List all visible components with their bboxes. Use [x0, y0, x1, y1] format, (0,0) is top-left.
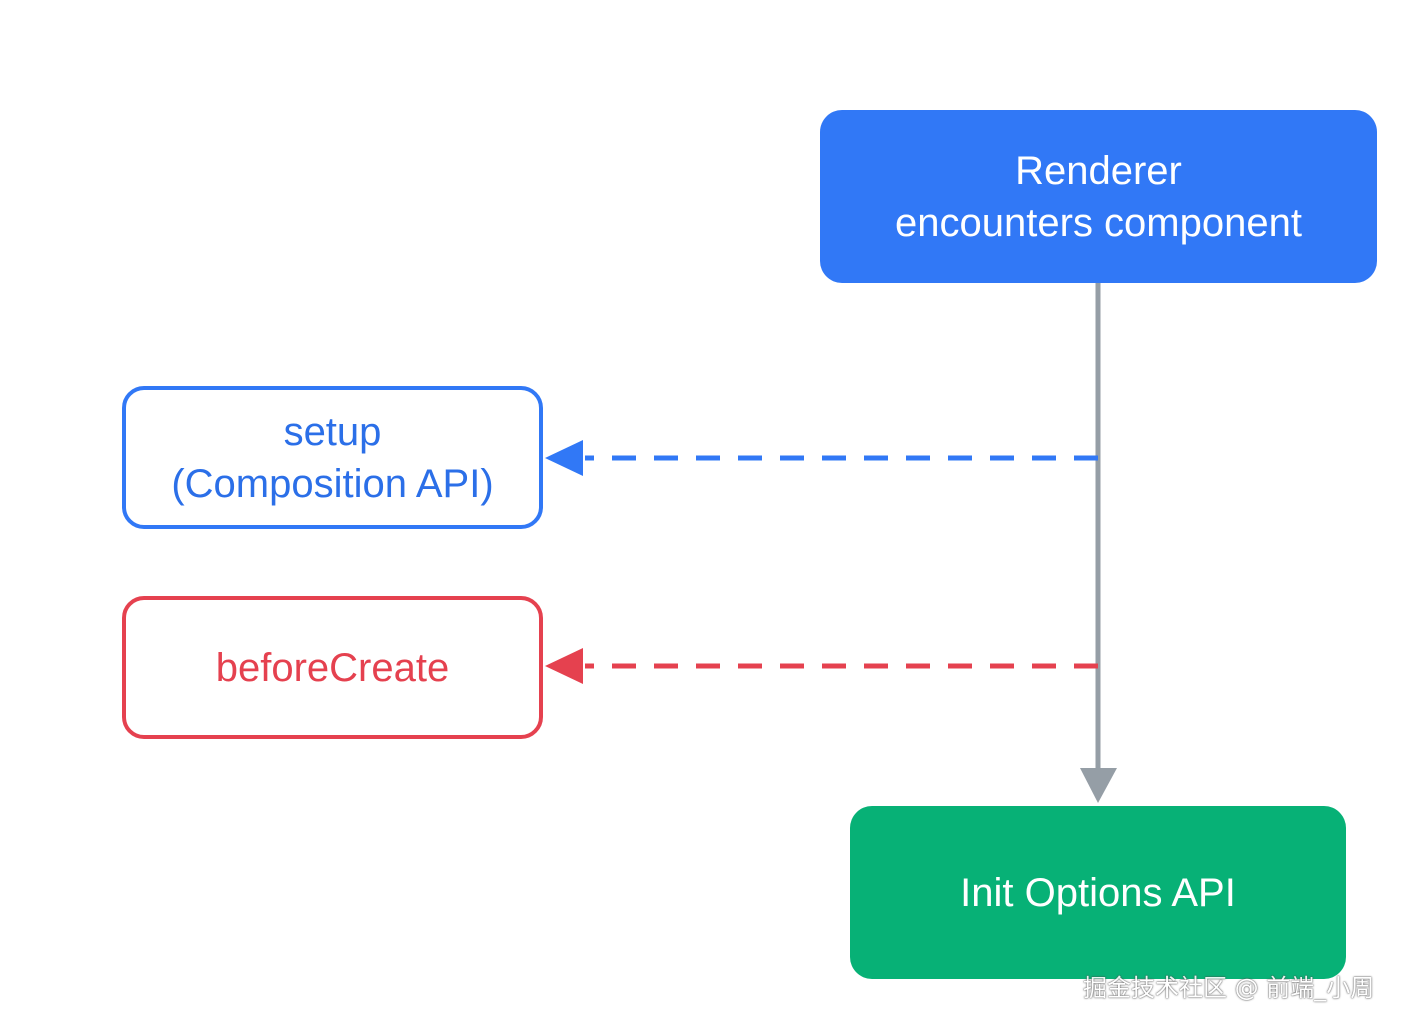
arrow-down-icon [1080, 768, 1117, 803]
setup-node: setup (Composition API) [122, 386, 543, 529]
before-create-label: beforeCreate [215, 645, 450, 690]
init-options-node: Init Options API [850, 806, 1346, 979]
renderer-node: Renderer encounters component [820, 110, 1377, 283]
init-options-label: Init Options API [960, 870, 1236, 915]
renderer-label-line2: encounters component [895, 200, 1302, 245]
setup-label-line1: setup [283, 409, 382, 454]
renderer-label-line1: Renderer [1015, 148, 1182, 193]
arrow-left-icon [545, 648, 583, 684]
arrow-left-icon [545, 440, 583, 476]
setup-label-line2: (Composition API) [171, 461, 494, 506]
before-create-node: beforeCreate [122, 596, 543, 739]
watermark: 掘金技术社区 @ 前端_小周 [1083, 974, 1375, 1002]
